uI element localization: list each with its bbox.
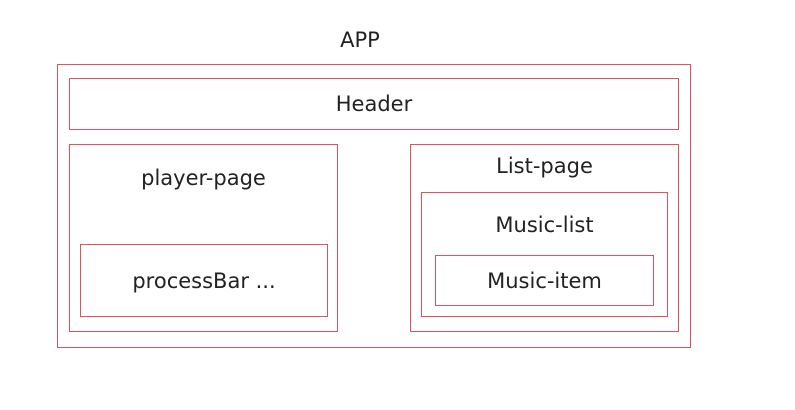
list-page-box [410,144,679,332]
list-page-label: List-page [496,154,593,178]
player-page-label: player-page [141,166,266,190]
app-container-box [57,64,691,348]
process-bar-box [80,244,328,317]
music-item-label: Music-item [487,269,602,293]
music-item-box [435,255,654,306]
music-list-box [421,192,668,317]
app-title: APP [340,28,380,52]
process-bar-label: processBar ... [132,269,276,293]
header-label: Header [335,92,413,116]
music-list-label: Music-list [495,213,594,237]
header-box [69,78,679,130]
player-page-box [69,144,338,332]
